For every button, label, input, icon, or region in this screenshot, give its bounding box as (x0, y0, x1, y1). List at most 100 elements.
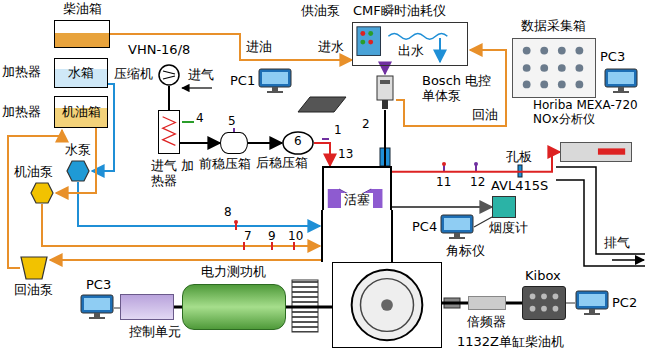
oil-pipe (56, 128, 96, 193)
node-label: 水泵 (65, 143, 91, 158)
oil-pipe (50, 259, 322, 261)
fuel-return-pipe (396, 50, 506, 126)
keyboard (298, 97, 346, 112)
monitor-icon (81, 295, 113, 319)
callout-number: 6 (294, 135, 302, 149)
engine-box: 1132Z单缸柴油机 (332, 262, 442, 348)
oil-tank: 加热器机油箱 (54, 96, 108, 128)
node-label: 倍频器 (467, 315, 506, 330)
node-shape (30, 182, 54, 204)
node-shape (523, 287, 565, 319)
node-label: 前稳压箱 (199, 157, 251, 172)
oil-pipe (8, 130, 62, 268)
node-label: 数据采集箱 (521, 19, 586, 34)
connector (286, 306, 332, 309)
connector (314, 143, 330, 166)
kibox: Kibox (522, 286, 566, 320)
smoke-meter: AVL415S烟度计 (492, 196, 516, 218)
callout-number: 1 (334, 124, 342, 138)
node-shape (20, 256, 48, 280)
node-shape (159, 111, 179, 153)
water-pipe (78, 182, 320, 226)
node-label: 1132Z单缸柴油机 (457, 335, 564, 350)
sensor-tick (444, 164, 476, 171)
crankcase (322, 210, 392, 262)
part-label: 角标仪 (446, 244, 485, 259)
node-shape (158, 64, 180, 86)
water-pipe (439, 38, 441, 62)
frequency-multiplier: 倍频器 (468, 296, 506, 310)
control-unit: 控制单元 (120, 294, 174, 320)
node-shape (66, 160, 90, 182)
node-label: VHN-16/8 (128, 43, 190, 58)
node-label: CMF瞬时油耗仪 (353, 4, 446, 19)
oil-pump: 机油泵 (30, 182, 54, 204)
node-label: 电力测功机 (201, 265, 266, 280)
part-label: 排气 (604, 236, 630, 251)
sensor-dot (442, 162, 446, 166)
part-label: PC3 (86, 278, 111, 293)
part-label: PC1 (230, 74, 255, 89)
sensor-dot (234, 220, 238, 224)
exhaust-arrow (612, 259, 644, 261)
sensor-dot (474, 162, 478, 166)
return-pump: 回油泵 (20, 256, 48, 280)
node-label: AVL415S (491, 179, 548, 194)
callout-number: 12 (470, 176, 485, 190)
monitor-icon (259, 69, 291, 93)
connector (168, 86, 170, 110)
exhaust-pipe (556, 167, 645, 266)
connector (174, 306, 182, 309)
part-label: 进油 (246, 40, 272, 55)
part-label: PC2 (612, 296, 637, 311)
connector (248, 142, 282, 144)
node-label: Horiba MEXA-720 NOx分析仪 (533, 99, 643, 127)
part-label: 孔板 (506, 150, 532, 165)
node-label: 机油箱 (62, 105, 101, 120)
fuel-tank: 柴油箱 (54, 20, 110, 48)
part-label: 出水 (398, 44, 424, 59)
monitor-icon (441, 215, 473, 239)
node-label: 烟度计 (489, 221, 528, 236)
callout-number: 7 (244, 230, 252, 244)
connector (392, 152, 560, 172)
callout-number: 10 (288, 230, 303, 244)
node-shape (374, 74, 396, 110)
node-shape (561, 143, 631, 161)
compressor: VHN-16/8压缩机 (158, 64, 180, 86)
node-label: 回油泵 (14, 283, 53, 298)
part-label: 进水 (318, 40, 344, 55)
node-label: 水箱 (68, 66, 94, 81)
unit-pump: Bosch 电控 单体泵 (374, 74, 396, 110)
node-label: 供油泵 (301, 4, 340, 19)
callout-number: 4 (196, 112, 204, 126)
callout-number: 9 (268, 230, 276, 244)
water-tank: 加热器水箱 (54, 58, 108, 88)
node-label: 进气 加热器 (151, 159, 195, 189)
connector (180, 142, 220, 144)
node-label: 活塞 (341, 193, 373, 208)
monitor-icon (605, 69, 637, 93)
part-label: PC4 (412, 220, 437, 235)
connector (384, 110, 386, 166)
callout-number: 13 (338, 148, 353, 162)
connector (110, 34, 352, 60)
node-label: 机油泵 (14, 165, 53, 180)
sensor-tick (322, 138, 329, 140)
connector (506, 302, 522, 305)
sensor-tick (182, 121, 194, 123)
connector (392, 206, 492, 208)
part-label: 进气 (188, 68, 214, 83)
intake-arrow (182, 87, 212, 88)
connector (384, 66, 386, 74)
node-label: 柴油箱 (63, 2, 102, 17)
node-label: 后稳压箱 (256, 156, 308, 171)
water-pump: 水泵 (66, 160, 90, 182)
nox-analyzer: Horiba MEXA-720 NOx分析仪 (560, 142, 632, 162)
part-label: PC3 (600, 50, 625, 65)
node-label: Kibox (525, 269, 561, 284)
callout-number: 8 (224, 206, 232, 220)
connector (442, 302, 468, 305)
part-label: 回油 (472, 108, 498, 123)
callout-number: 5 (228, 115, 236, 129)
